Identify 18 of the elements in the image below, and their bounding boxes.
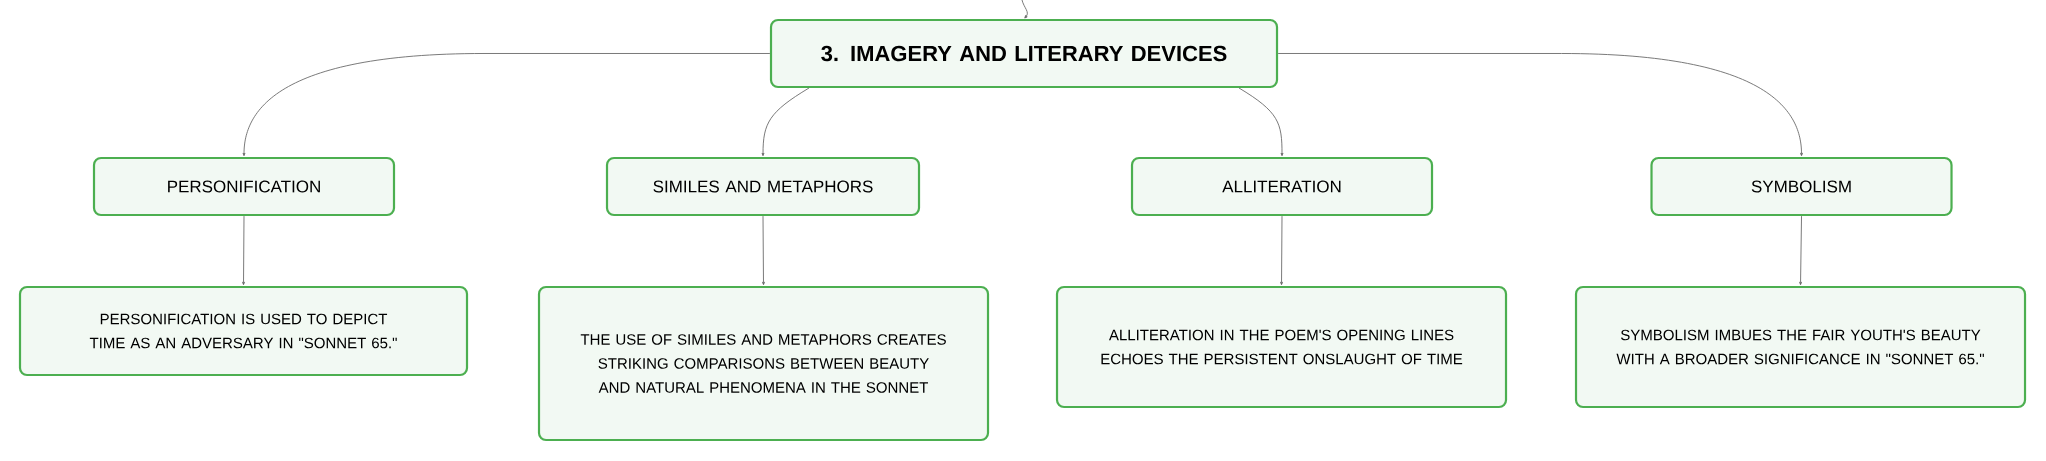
connector-arrow	[242, 215, 245, 286]
connector-arrow	[1280, 215, 1283, 286]
description-box: PERSONIFICATION IS USED TO DEPICT TIME AS AN ADVERSARY IN "SONNET 65."	[18, 285, 469, 377]
connector-arrow	[761, 87, 810, 157]
description-box: THE USE OF SIMILES AND METAPHORS CREATES STRIKING COMPARISONS BETWEEN BEAUTY AND NATURAL PHENOMENA IN THE SONNET	[537, 285, 990, 442]
subtopic-box: SIMILES AND METAPHORS	[605, 156, 921, 217]
description-box: ALLITERATION IN THE POEM'S OPENING LINES ECHOES THE PERSISTENT ONSLAUGHT OF TIME	[1055, 285, 1508, 409]
subtopic-box: SYMBOLISM	[1650, 156, 1953, 217]
subtopic-box: PERSONIFICATION	[92, 156, 396, 217]
connector-arrow	[242, 53, 771, 157]
connector-arrow	[762, 215, 765, 286]
connector-arrow	[1277, 53, 1803, 157]
connector-arrow	[1021, 0, 1028, 19]
subtopic-box: ALLITERATION	[1130, 156, 1434, 217]
description-box: SYMBOLISM IMBUES THE FAIR YOUTH'S BEAUTY WITH A BROADER SIGNIFICANCE IN "SONNET 65."	[1574, 285, 2027, 409]
connector-arrow	[1799, 215, 1803, 286]
connector-arrow	[1238, 87, 1284, 157]
topic-box: 3. IMAGERY AND LITERARY DEVICES	[769, 18, 1279, 89]
